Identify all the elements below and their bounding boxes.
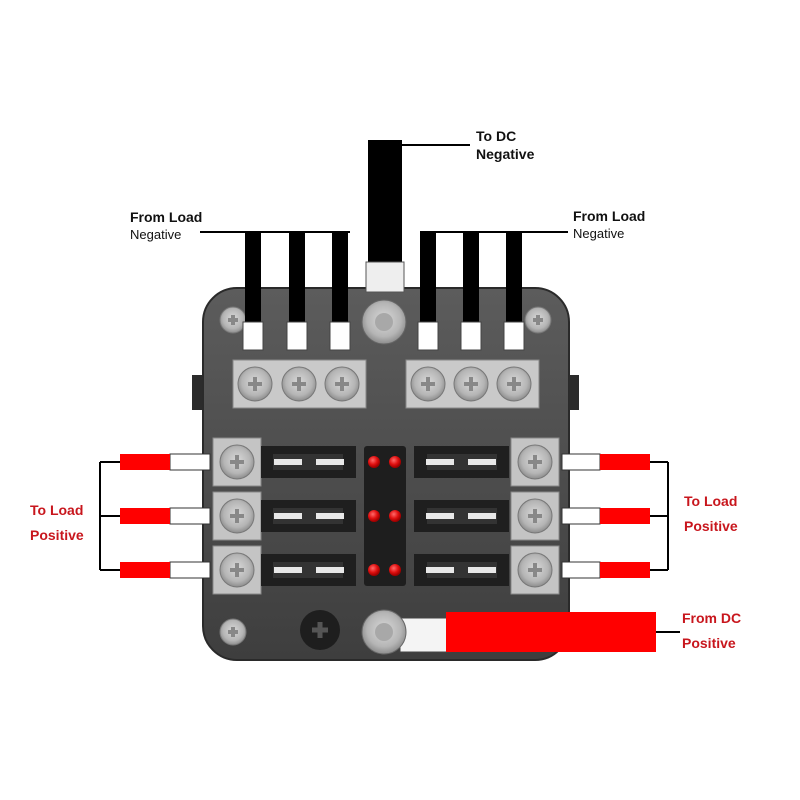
label-to-dc-negative: To DC Negative: [476, 128, 534, 163]
negative-bus-bar-left: [232, 359, 367, 409]
fuse-holder: [273, 454, 343, 470]
fuse-contact: [426, 567, 454, 573]
positive-wire: [600, 562, 650, 578]
positive-wire: [600, 508, 650, 524]
fuse-contact: [316, 567, 344, 573]
label-line: Positive: [684, 517, 738, 534]
negative-wires-right: [417, 232, 525, 351]
label-line: To Load: [30, 502, 84, 518]
label-line: From Load: [573, 208, 646, 224]
wire-ferrule: [169, 507, 211, 525]
led-panel: [364, 446, 406, 586]
corner-screw-top-left: [219, 306, 247, 334]
screw-cross: [528, 509, 542, 523]
wire-ferrule: [561, 507, 601, 525]
label-line: From DC: [682, 610, 742, 626]
dc-negative-cable: [361, 140, 407, 345]
label-line: To Load: [684, 493, 738, 509]
fuse-contact: [316, 513, 344, 519]
label-from-load-negative-right: From Load Negative: [573, 208, 645, 242]
screw-cross: [528, 455, 542, 469]
wire-ferrule: [169, 561, 211, 579]
fuse-rows: [212, 437, 560, 595]
label-line: To DC: [476, 128, 517, 144]
corner-screw-bottom-left: [219, 618, 247, 646]
label-line: Positive: [30, 526, 84, 543]
corner-screw-top-right: [524, 306, 552, 334]
led-indicator: [368, 564, 380, 576]
positive-wire: [600, 454, 650, 470]
fuse-contact: [426, 513, 454, 519]
led-indicator: [389, 456, 401, 468]
led-indicator: [389, 564, 401, 576]
label-line: Positive: [682, 634, 736, 651]
fuse-holder: [273, 562, 343, 578]
positive-wires-left: [99, 453, 211, 579]
negative-bus-bar-right: [405, 359, 540, 409]
fuse-holder: [427, 454, 497, 470]
fuse-contact: [316, 459, 344, 465]
label-to-load-positive-left: To Load Positive: [30, 498, 84, 547]
label-line: Negative: [130, 226, 182, 242]
fuse-contact: [426, 459, 454, 465]
screw-cross: [230, 563, 244, 577]
label-from-load-negative-left: From Load Negative: [130, 209, 202, 243]
fuse-contact: [274, 567, 302, 573]
fuse-contact: [468, 567, 496, 573]
led-indicator: [368, 456, 380, 468]
label-line: Negative: [573, 225, 625, 241]
fuse-holder: [273, 508, 343, 524]
fuse-holder: [427, 562, 497, 578]
positive-wire: [120, 508, 170, 524]
wire-ferrule: [169, 453, 211, 471]
label-to-load-positive-right: To Load Positive: [684, 489, 738, 538]
fuse-holder: [427, 508, 497, 524]
label-line: From Load: [130, 209, 203, 225]
dc-positive-cable: [361, 609, 680, 655]
positive-wire: [120, 454, 170, 470]
label-line: Negative: [476, 145, 535, 162]
fuse-contact: [468, 513, 496, 519]
positive-wires-right: [561, 453, 669, 579]
fuse-contact: [274, 513, 302, 519]
wire-ferrule: [561, 561, 601, 579]
led-indicator: [368, 510, 380, 522]
screw-cross: [230, 455, 244, 469]
negative-wires-left: [242, 232, 351, 351]
positive-wire: [120, 562, 170, 578]
wire-ferrule: [561, 453, 601, 471]
fuse-contact: [274, 459, 302, 465]
led-indicators: [368, 456, 401, 576]
housing-side-tab-left: [192, 375, 202, 410]
housing-side-tab-right: [569, 375, 579, 410]
led-indicator: [389, 510, 401, 522]
mount-hole-bottom: [300, 610, 340, 650]
screw-cross: [230, 509, 244, 523]
fuse-contact: [468, 459, 496, 465]
label-from-dc-positive: From DC Positive: [682, 606, 741, 655]
screw-cross: [528, 563, 542, 577]
